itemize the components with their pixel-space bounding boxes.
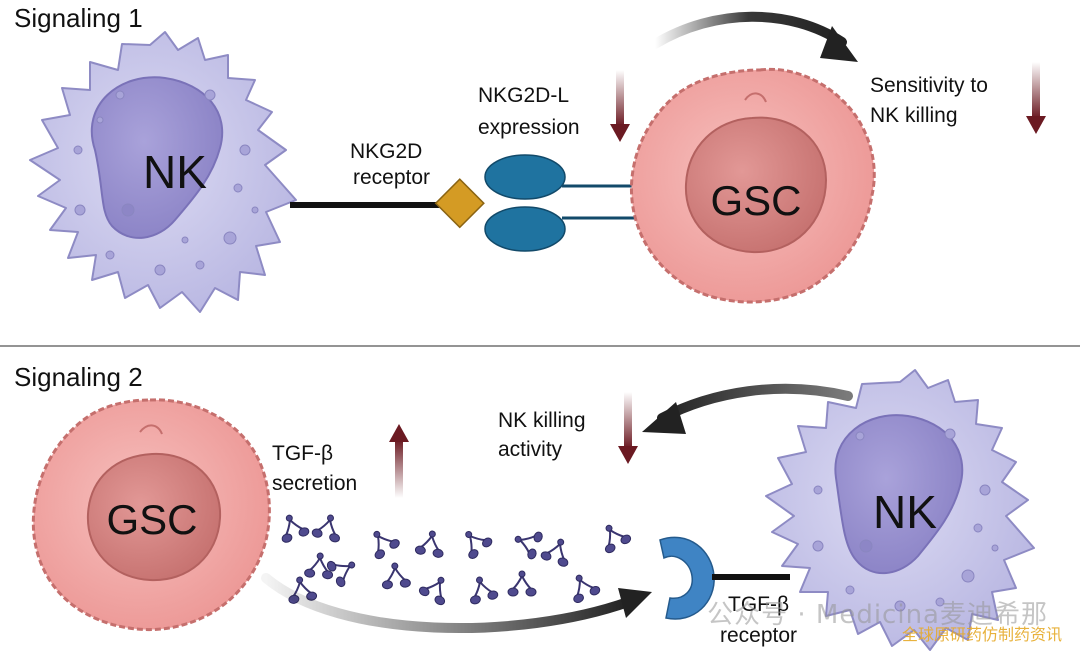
panel1-title: Signaling 1	[14, 3, 143, 33]
nk-nucleus	[834, 414, 964, 575]
nk-killing-label-line2: activity	[498, 438, 563, 461]
nkg2d-l-label-line2: expression	[478, 116, 580, 139]
panel2-title: Signaling 2	[14, 362, 143, 392]
ligand-expression-down-arrow	[610, 70, 630, 142]
gsc-cell-1: GSC	[629, 67, 876, 304]
nkg2d-receptor-label-line2: receptor	[353, 166, 430, 189]
nkg2d-ligand	[484, 154, 652, 252]
watermark-line2: 全球原研药仿制药资讯	[901, 625, 1062, 644]
curved-arrow-2	[261, 573, 652, 634]
curved-arrow-3	[642, 383, 853, 434]
nkg2d-receptor-label-line1: NKG2D	[350, 140, 422, 163]
gsc-cell-label: GSC	[710, 177, 801, 224]
tgf-receptor-label-line1: TGF-β	[728, 593, 789, 616]
gsc-cell-label: GSC	[106, 496, 197, 543]
tgf-secretion-up-arrow	[389, 424, 409, 498]
tgf-beta-molecules	[274, 509, 634, 608]
outcome-label-line2: NK killing	[870, 104, 958, 127]
nk-cell-1: NK	[29, 31, 297, 313]
tgf-receptor-label-line2: receptor	[720, 624, 797, 647]
nkg2d-receptor-diamond	[434, 178, 485, 229]
gsc-nucleus	[86, 452, 222, 582]
tgf-secretion-label-line1: TGF-β	[272, 442, 333, 465]
nk-nucleus	[90, 76, 224, 239]
watermark-line1: 公众号 · Medicina麦迪希那	[707, 600, 1048, 630]
nk-killing-down-arrow	[618, 392, 638, 464]
nk-cell-2: NK	[765, 369, 1035, 651]
nk-granules	[73, 89, 259, 276]
nk-cell-label: NK	[143, 146, 207, 198]
gsc-cell-2: GSC	[31, 398, 271, 632]
nk-granules	[812, 428, 999, 612]
nk-killing-label-line1: NK killing	[498, 409, 586, 432]
tgf-beta-receptor	[659, 536, 790, 620]
curved-arrow-1	[650, 11, 858, 62]
nkg2d-l-label-line1: NKG2D-L	[478, 84, 569, 107]
tgf-secretion-label-line2: secretion	[272, 472, 357, 495]
gsc-nucleus	[684, 116, 828, 254]
sensitivity-down-arrow	[1026, 62, 1046, 134]
nk-cell-label: NK	[873, 486, 937, 538]
outcome-label-line1: Sensitivity to	[870, 74, 988, 97]
